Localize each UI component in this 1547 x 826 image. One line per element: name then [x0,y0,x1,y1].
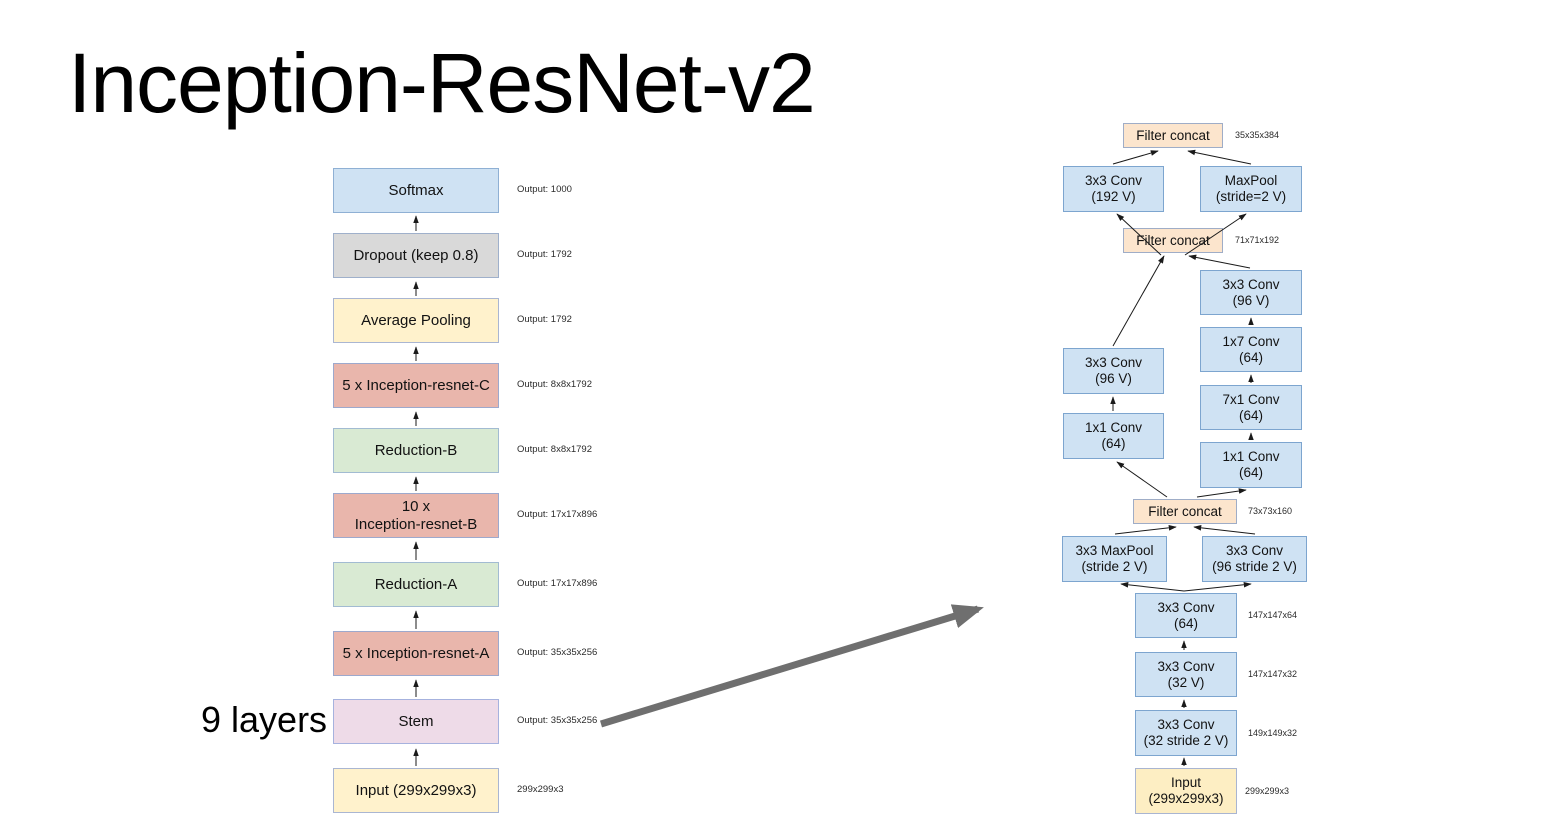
stem-annotation-73x73x160: 73x73x160 [1248,506,1293,516]
main-stack-box-stem: Stem [333,699,499,744]
stem-box-maxpool-low: 3x3 MaxPool (stride 2 V) [1062,536,1167,582]
stem-box-conv-96-stride2: 3x3 Conv (96 stride 2 V) [1202,536,1307,582]
stem-box-conv-64: 3x3 Conv (64) [1135,593,1237,638]
main-stack-box-inception-resnet-c: 5 x Inception-resnet-C [333,363,499,408]
stem-annotation-71x71x192: 71x71x192 [1235,235,1280,245]
stem-box-conv-96v-right: 3x3 Conv (96 V) [1200,270,1302,315]
stem-box-conv-32v: 3x3 Conv (32 V) [1135,652,1237,697]
stem-box-conv-96v-left: 3x3 Conv (96 V) [1063,348,1164,394]
layers-annotation: 9 layers [201,699,328,740]
main-stack-box-reduction-b: Reduction-B [333,428,499,473]
output-label-stem: Output: 35x35x256 [517,715,598,726]
stem-box-conv-32-stride2: 3x3 Conv (32 stride 2 V) [1135,710,1237,756]
main-stack-box-average-pooling: Average Pooling [333,298,499,343]
stem-box-input: Input (299x299x3) [1135,768,1237,814]
output-label-reduction-b: Output: 8x8x1792 [517,444,592,455]
stem-annotation-147x147x64: 147x147x64 [1248,610,1298,620]
stem-box-conv-192v: 3x3 Conv (192 V) [1063,166,1164,212]
output-label-average-pooling: Output: 1792 [517,314,572,325]
main-stack-box-inception-resnet-a: 5 x Inception-resnet-A [333,631,499,676]
stem-annotation-299x299x3: 299x299x3 [1245,786,1290,796]
stem-box-conv-1x7: 1x7 Conv (64) [1200,327,1302,372]
stem-box-filter-concat-mid: Filter concat [1123,228,1223,253]
main-stack-box-dropout: Dropout (keep 0.8) [333,233,499,278]
stem-annotation-147x147x32: 147x147x32 [1248,669,1298,679]
output-label-inception-resnet-b: Output: 17x17x896 [517,509,598,520]
output-label-inception-resnet-a: Output: 35x35x256 [517,647,598,658]
output-label-dropout: Output: 1792 [517,249,572,260]
output-label-input: 299x299x3 [517,784,564,795]
main-stack-box-reduction-a: Reduction-A [333,562,499,607]
stem-box-conv-1x1-left: 1x1 Conv (64) [1063,413,1164,459]
stem-annotation-35x35x384: 35x35x384 [1235,130,1280,140]
stem-box-filter-concat-low: Filter concat [1133,499,1237,524]
output-label-reduction-a: Output: 17x17x896 [517,578,598,589]
stem-box-conv-7x1: 7x1 Conv (64) [1200,385,1302,430]
main-stack-box-inception-resnet-b: 10 x Inception-resnet-B [333,493,499,538]
main-stack-box-input: Input (299x299x3) [333,768,499,813]
slide-title: Inception-ResNet-v2 [68,36,816,130]
stem-annotation-149x149x32: 149x149x32 [1248,728,1298,738]
output-label-inception-resnet-c: Output: 8x8x1792 [517,379,592,390]
stem-box-maxpool-stride2: MaxPool (stride=2 V) [1200,166,1302,212]
output-label-softmax: Output: 1000 [517,184,572,195]
stem-zoom-arrow [599,604,984,728]
stem-box-filter-concat-top: Filter concat [1123,123,1223,148]
stem-box-conv-1x1-right: 1x1 Conv (64) [1200,442,1302,488]
main-stack-box-softmax: Softmax [333,168,499,213]
